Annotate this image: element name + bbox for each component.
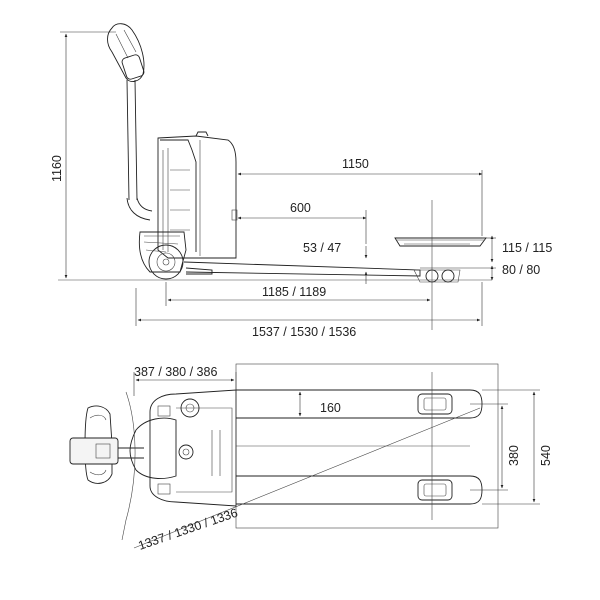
side-forks	[183, 237, 487, 283]
dim-fork-low-height: 53 / 47	[303, 200, 433, 330]
dim-lowered-height-label: 80 / 80	[502, 263, 540, 277]
dim-height-total-label: 1160	[50, 155, 64, 182]
dim-outer-width: 540	[482, 389, 553, 505]
dim-fork-width: 160	[298, 391, 341, 417]
dim-height-total: 1160	[50, 31, 116, 279]
dim-lift-height-label: 115 / 115	[502, 241, 552, 255]
side-view: 1160 1150 600 53 / 47 115 / 115	[50, 23, 552, 339]
dim-overall-length-label: 1537 / 1530 / 1536	[252, 325, 356, 339]
dim-fork-length-label: 1150	[342, 157, 369, 171]
dim-inner-width-label: 380	[507, 445, 521, 466]
dim-fork-width-label: 160	[320, 401, 341, 415]
truck-body	[157, 131, 238, 259]
dim-wheelbase-label: 1185 / 1189	[262, 285, 326, 299]
drive-wheel	[138, 231, 187, 280]
dim-overall-length: 1537 / 1530 / 1536	[135, 282, 483, 339]
dim-lift-height: 115 / 115	[482, 235, 552, 263]
top-body	[129, 389, 237, 507]
top-forks	[235, 372, 483, 520]
dim-turning-radius-label: 1337 / 1330 / 1336	[136, 506, 239, 553]
top-view: 1337 / 1330 / 1336 387 / 380 / 386 160 3…	[69, 363, 553, 553]
dim-load-center: 600	[237, 201, 367, 244]
dim-lowered-height: 80 / 80	[420, 263, 540, 281]
top-tiller-head	[69, 405, 144, 484]
dim-head-length: 387 / 380 / 386	[133, 365, 237, 396]
dim-head-length-label: 387 / 380 / 386	[134, 365, 217, 379]
tiller-handle	[107, 23, 153, 221]
dim-fork-length: 1150	[237, 157, 483, 236]
dim-fork-low-height-label: 53 / 47	[303, 241, 341, 255]
dim-wheelbase: 1185 / 1189	[165, 282, 431, 306]
dim-inner-width: 380	[470, 403, 521, 491]
dim-load-center-label: 600	[290, 201, 311, 215]
dim-outer-width-label: 540	[539, 445, 553, 466]
